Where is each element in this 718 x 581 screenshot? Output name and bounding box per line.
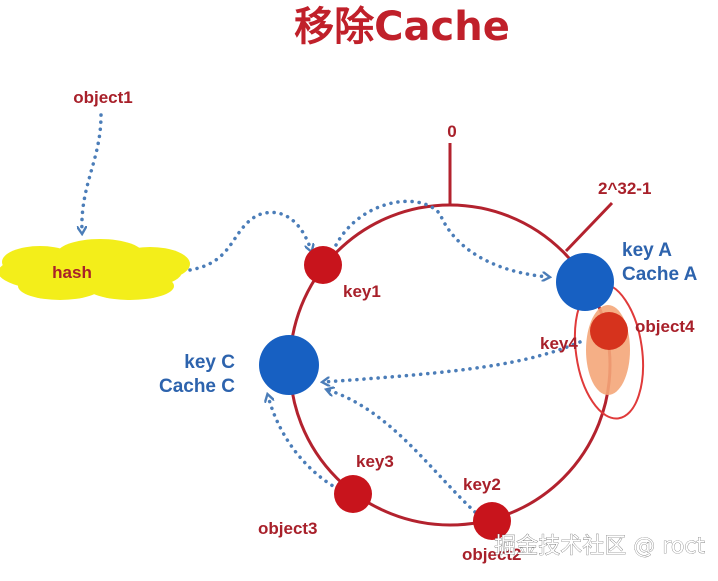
arrow-hash-to-key1 (188, 210, 311, 272)
hash-cloud (0, 239, 190, 300)
arrow-key1-to-cache-a (334, 199, 548, 277)
hash-label: hash (52, 263, 92, 282)
cache-a-name-label: Cache A (622, 264, 698, 285)
ring-max-label: 2^32-1 (598, 179, 651, 198)
cache-c-name-label: Cache C (159, 376, 235, 397)
ring-zero-label: 0 (447, 122, 456, 141)
key1-node (304, 246, 342, 284)
object2-label: object2 (462, 545, 522, 564)
arrow-key3-to-cache-c (268, 396, 340, 491)
hash-ring (288, 203, 612, 527)
object1-label: object1 (73, 88, 133, 107)
diagram-title: 移除Cache (294, 4, 510, 50)
object3-label: object3 (258, 519, 318, 538)
key3-label: key3 (356, 452, 394, 471)
key4-label: key4 (540, 334, 578, 353)
key2-node (473, 502, 511, 540)
key3-node (334, 475, 372, 513)
cache-a-key-label: key A (622, 240, 672, 261)
key4-node (590, 312, 628, 350)
object4-label: object4 (635, 317, 695, 336)
cache-c-node (259, 335, 319, 395)
arrow-key4-to-cache-c (324, 340, 582, 382)
mapping-arrows (82, 113, 582, 514)
arrow-object1-to-hash (82, 113, 103, 232)
ring-max-marker (564, 201, 614, 253)
arrow-key2-to-cache-c (328, 390, 477, 514)
cache-a-node (556, 253, 614, 311)
watermark: 掘金技术社区 @ roct (494, 534, 705, 559)
key2-label: key2 (463, 475, 501, 494)
cache-c-key-label: key C (184, 352, 235, 373)
key1-label: key1 (343, 282, 381, 301)
